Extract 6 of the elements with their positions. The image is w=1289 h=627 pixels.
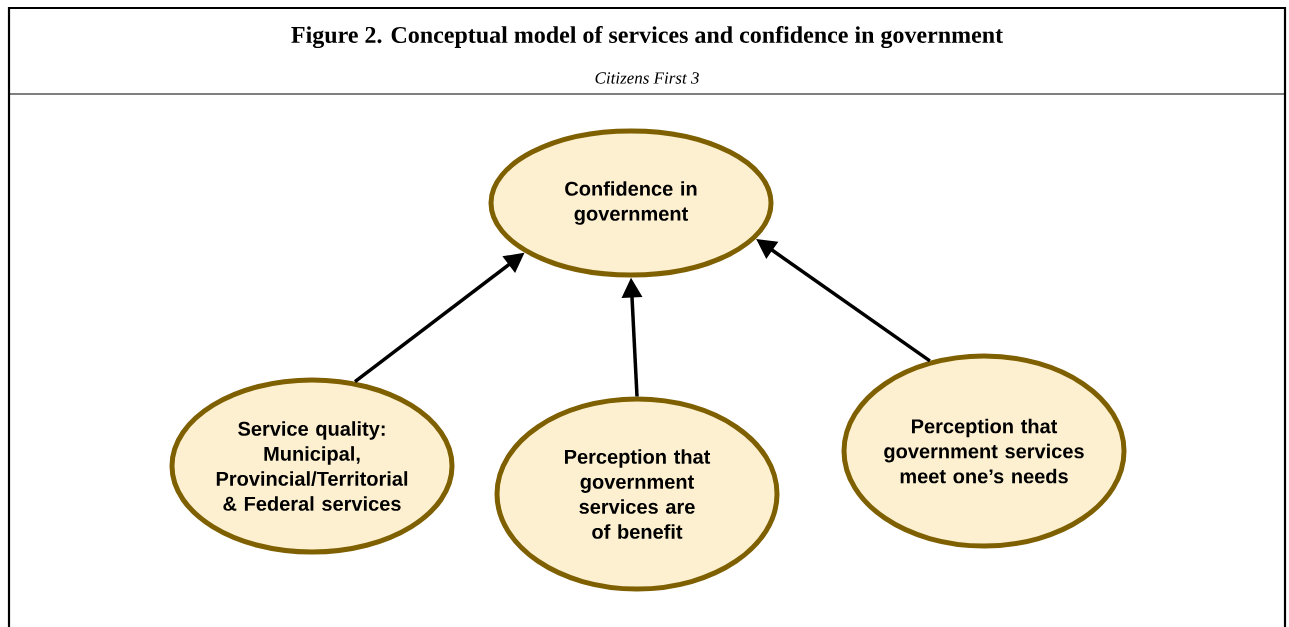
figure-title: Figure 2. Conceptual model of services and confidence in government [291,25,1003,49]
oval-node: Confidence in government [488,128,774,278]
oval-node: Perception that government services meet one’s needs [841,353,1127,549]
figure-subtitle: Citizens First 3 [595,72,699,84]
oval-node: Service quality: Municipal, Provincial/Territorial & Federal services [169,377,455,555]
oval-node: Perception that government services are of benefit [494,396,780,592]
